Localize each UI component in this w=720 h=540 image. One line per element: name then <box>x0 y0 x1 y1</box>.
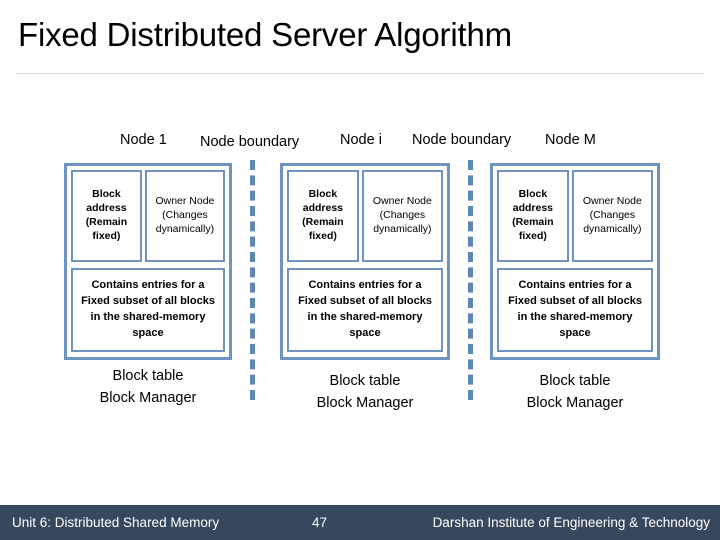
node-1-description-box: Contains entries for a Fixed subset of a… <box>71 268 225 352</box>
node-i-caption-line-2: Block Manager <box>316 394 414 411</box>
footer-unit-label: Unit 6: Distributed Shared Memory <box>12 515 220 530</box>
node-1-block-address-cell: Block address (Remain fixed) <box>71 170 142 262</box>
node-i-block-address-cell: Block address (Remain fixed) <box>287 170 359 262</box>
node-i-caption: Block table Block Manager <box>280 371 450 415</box>
node-1-caption: Block table Block Manager <box>64 366 232 410</box>
node-i-table-header-row: Block address (Remain fixed) Owner Node … <box>287 170 443 262</box>
footer-page-number: 47 <box>312 515 328 530</box>
node-1-caption-line-2: Block Manager <box>99 389 197 406</box>
label-node-boundary-2: Node boundary <box>412 132 512 148</box>
node-m-table-header-row: Block address (Remain fixed) Owner Node … <box>497 170 653 262</box>
node-m-caption-line-1: Block table <box>539 373 611 389</box>
slide-footer: Unit 6: Distributed Shared Memory 47 Dar… <box>0 505 720 540</box>
node-m-caption-line-2: Block Manager <box>526 394 624 411</box>
node-box-node-m[interactable]: Block address (Remain fixed) Owner Node … <box>490 163 660 360</box>
label-node-i: Node i <box>340 132 382 148</box>
node-boundary-line-1 <box>250 160 255 400</box>
node-i-owner-node-cell: Owner Node (Changes dynamically) <box>361 170 443 262</box>
node-box-node-i[interactable]: Block address (Remain fixed) Owner Node … <box>280 163 450 360</box>
node-1-caption-line-1: Block table <box>112 368 184 384</box>
node-m-owner-node-cell: Owner Node (Changes dynamically) <box>571 170 653 262</box>
node-1-table-header-row: Block address (Remain fixed) Owner Node … <box>71 170 225 262</box>
node-m-caption: Block table Block Manager <box>490 371 660 415</box>
node-i-description-box: Contains entries for a Fixed subset of a… <box>287 268 443 352</box>
node-m-description-box: Contains entries for a Fixed subset of a… <box>497 268 653 352</box>
title-divider <box>16 73 704 74</box>
page-title: Fixed Distributed Server Algorithm <box>18 16 512 53</box>
label-node-m: Node M <box>545 132 596 148</box>
label-node-boundary-1: Node boundary <box>200 134 300 150</box>
label-node-1: Node 1 <box>120 132 167 148</box>
node-1-owner-node-cell: Owner Node (Changes dynamically) <box>144 170 225 262</box>
node-i-caption-line-1: Block table <box>329 373 401 389</box>
node-m-block-address-cell: Block address (Remain fixed) <box>497 170 569 262</box>
footer-institute-label: Darshan Institute of Engineering & Techn… <box>432 515 710 530</box>
node-box-node-1[interactable]: Block address (Remain fixed) Owner Node … <box>64 163 232 360</box>
node-boundary-line-2 <box>468 160 473 400</box>
